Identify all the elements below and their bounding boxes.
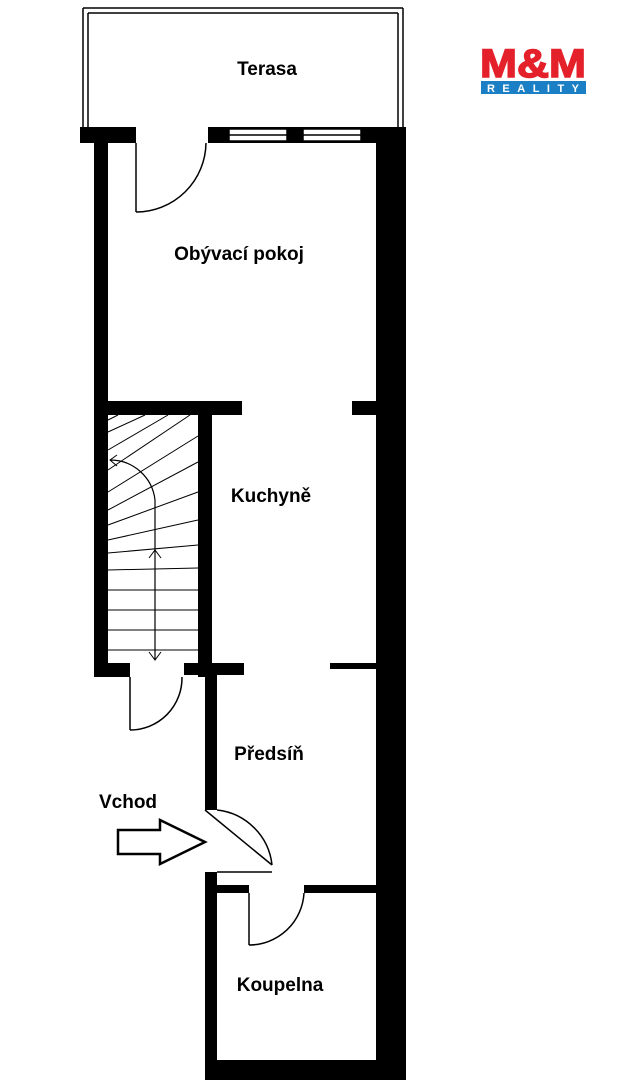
wall-living-kitchen-left [94, 401, 242, 415]
logo-sub-band [481, 81, 586, 94]
wall-bath-top-left [205, 885, 249, 893]
stair-door-swing [129, 676, 183, 731]
stair-walk-line [109, 459, 156, 660]
room-label-living-room: Obývací pokoj [174, 244, 304, 265]
wall-bottom [205, 1060, 405, 1080]
wall-right [376, 127, 406, 1080]
logo-brand: M&M [480, 42, 586, 86]
room-label-terrace: Terasa [237, 59, 297, 80]
entrance-arrow [116, 817, 208, 867]
doors [129, 142, 305, 946]
room-label-kitchen: Kuchyně [231, 486, 311, 507]
wall-kitchen-hall-right [330, 663, 380, 669]
mm-reality-logo: M&M REALITY [479, 41, 587, 95]
wall-left-stair-bottom [94, 663, 130, 677]
entrance-label: Vchod [99, 792, 157, 813]
entrance-door-leaf [204, 809, 273, 866]
room-label-hallway: Předsíň [234, 744, 304, 765]
windows [228, 128, 362, 142]
wall-stair-right [198, 401, 212, 677]
walls [80, 127, 406, 1080]
entrance-door-swing [216, 809, 273, 866]
terrace-outline [82, 7, 404, 127]
wall-hall-left [205, 663, 217, 810]
wall-hall-left-lower [205, 872, 217, 1080]
wall-living-kitchen-right [352, 401, 380, 415]
room-label-bathroom: Koupelna [237, 975, 324, 996]
wall-bath-top-right [304, 885, 380, 893]
bath-door-swing [248, 892, 305, 946]
terrace-door-swing [135, 142, 207, 213]
staircase [107, 414, 199, 661]
